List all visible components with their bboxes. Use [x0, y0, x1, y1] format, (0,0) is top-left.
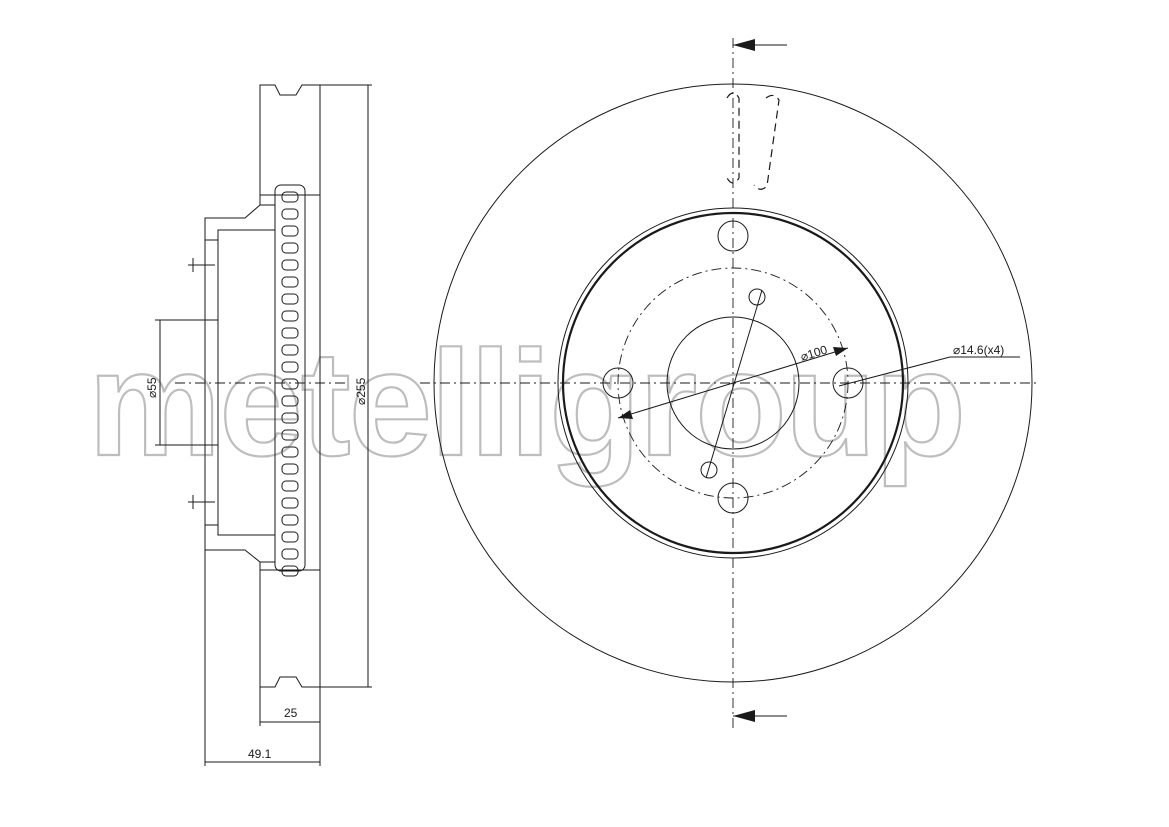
locating-hole — [748, 288, 766, 306]
hidden-slots — [726, 92, 780, 190]
rotor-section-top — [259, 84, 321, 196]
cooling-vane — [281, 446, 299, 458]
cooling-vane — [281, 412, 299, 424]
watermark-text: metelligroup — [88, 319, 964, 487]
cooling-vane — [281, 361, 299, 373]
cooling-vane — [281, 344, 299, 356]
hub-wall-top — [204, 239, 219, 321]
dim-thickness-label: 25 — [284, 706, 298, 720]
cooling-vane — [281, 327, 299, 339]
cooling-vane — [281, 208, 299, 220]
cooling-vane — [281, 514, 299, 526]
locating-hole — [700, 461, 718, 479]
vane-region — [274, 184, 306, 572]
cooling-vane — [281, 293, 299, 305]
cooling-vane — [281, 429, 299, 441]
dim-height-label: 49.1 — [248, 747, 272, 761]
dim-outer-label: ⌀255 — [354, 377, 368, 405]
dim-hole-label: ⌀14.6(x4) — [953, 343, 1004, 357]
cooling-vane — [281, 531, 299, 543]
cooling-vane — [281, 378, 299, 390]
dim-bore-label: ⌀55 — [145, 377, 159, 398]
dim-hole-leader — [838, 356, 951, 387]
hat-flange-top — [204, 204, 276, 241]
cooling-vane — [281, 259, 299, 271]
dim-diagonal-line — [705, 289, 763, 479]
cooling-vane — [281, 463, 299, 475]
cooling-vane — [281, 497, 299, 509]
side-section-view: ⌀55 ⌀255 25 49.1 — [145, 84, 372, 766]
cooling-vane — [281, 310, 299, 322]
cooling-vane — [281, 225, 299, 237]
dim-boltcircle-line — [617, 347, 849, 419]
cooling-vanes — [281, 191, 299, 577]
cooling-vane — [281, 565, 299, 577]
cooling-vane — [281, 548, 299, 560]
cooling-vane — [281, 242, 299, 254]
cooling-vane — [281, 480, 299, 492]
cooling-vane — [281, 395, 299, 407]
cooling-vane — [281, 276, 299, 288]
rotor-section-bottom — [259, 569, 321, 688]
cooling-vane — [281, 191, 299, 203]
hat-flange-bottom — [204, 524, 276, 563]
front-view: ⌀100 ⌀14.6(x4) — [420, 38, 1040, 728]
